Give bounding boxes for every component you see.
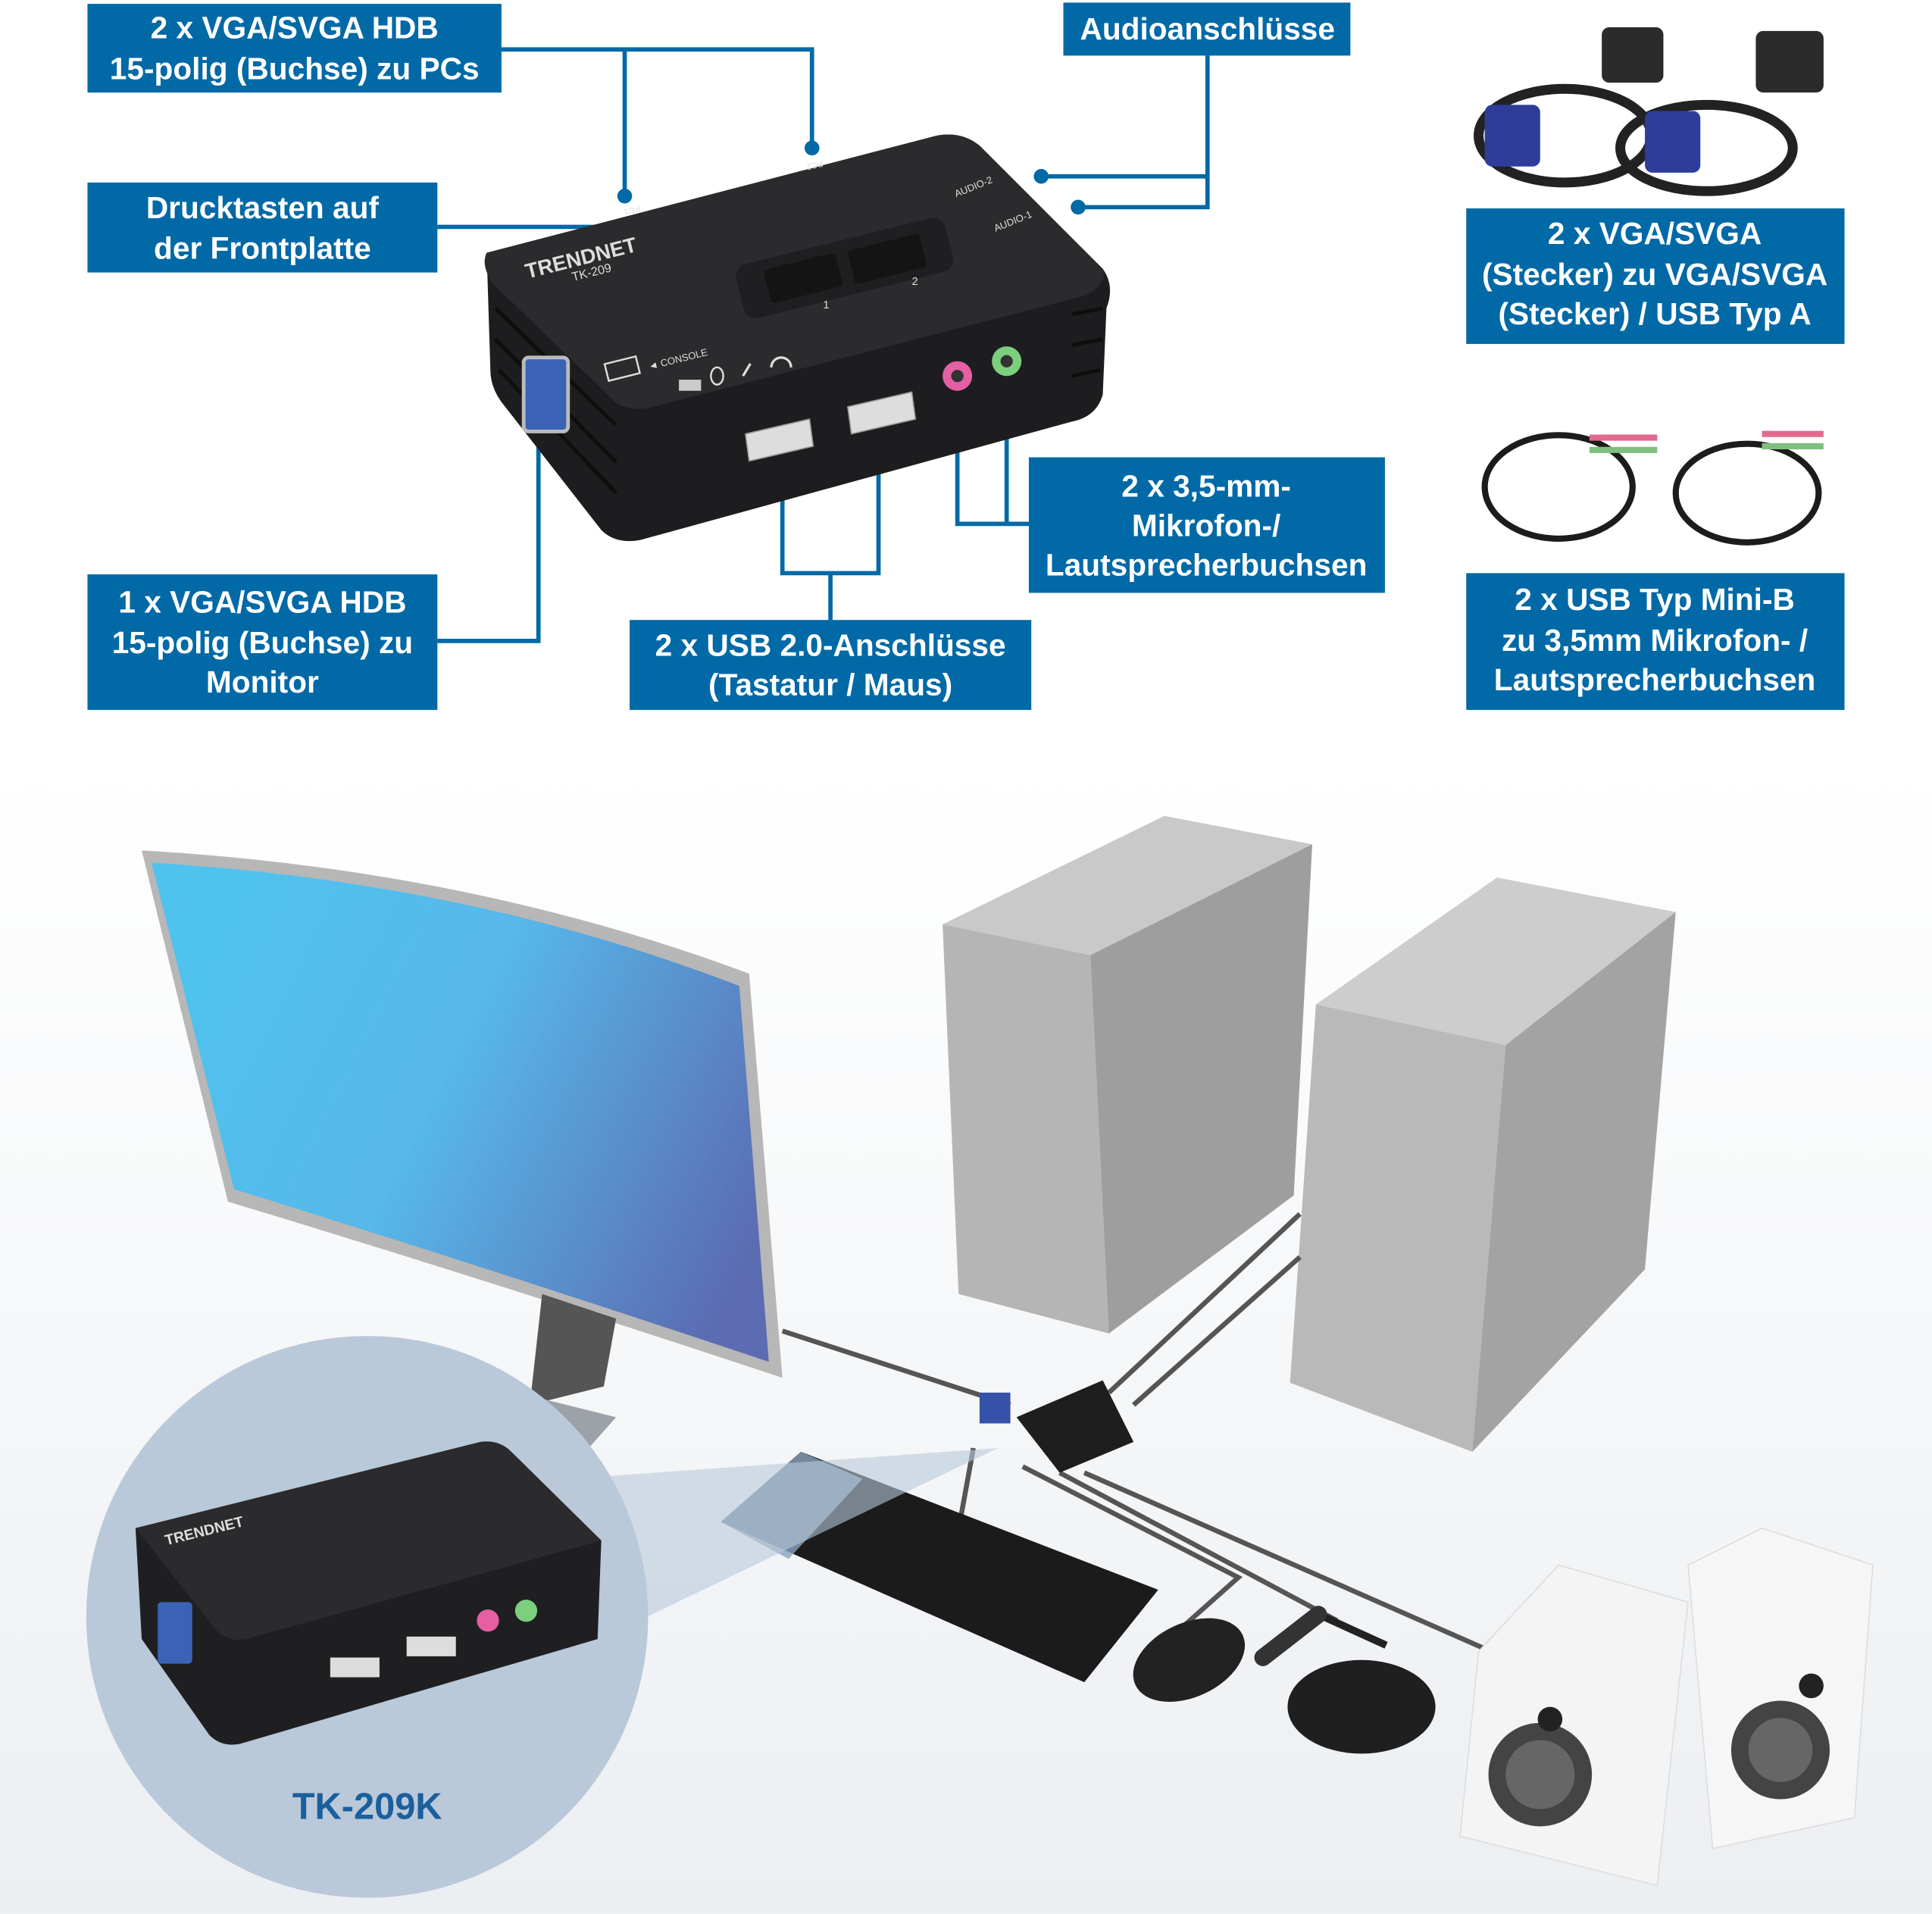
label-cable-vga: 2 x VGA/SVGA (Stecker) zu VGA/SVGA (Stec… (1466, 208, 1845, 344)
svg-text:1 x VGA/SVGA HDB: 1 x VGA/SVGA HDB (118, 584, 406, 619)
label-audio: Audioanschlüsse (1063, 2, 1351, 56)
pc-tower-1 (943, 815, 1312, 1334)
svg-text:2 x 3,5-mm-: 2 x 3,5-mm- (1121, 469, 1291, 504)
kvm-switch-small (979, 1380, 1134, 1473)
label-vga-pcs: 2 x VGA/SVGA HDB 15-polig (Buchse) zu PC… (87, 4, 502, 93)
connector-lines (437, 47, 1210, 643)
pc1-select-button[interactable] (763, 252, 843, 304)
label-vga-monitor: 1 x VGA/SVGA HDB 15-polig (Buchse) zu Mo… (87, 574, 438, 710)
usb-port-2 (846, 391, 917, 435)
microphone-icon (742, 363, 752, 377)
headphones-icon (770, 356, 792, 367)
monitor (142, 850, 783, 1473)
vga-usb-cables-image (1474, 27, 1824, 196)
svg-text:(Stecker) / USB Typ A: (Stecker) / USB Typ A (1498, 296, 1811, 331)
audio-cables-image (1481, 430, 1824, 546)
svg-text:der Frontplatte: der Frontplatte (154, 231, 371, 266)
svg-text:Lautsprecherbuchsen: Lautsprecherbuchsen (1494, 662, 1816, 697)
label-usb-ports: 2 x USB 2.0-Anschlüsse (Tastatur / Maus) (630, 620, 1032, 710)
mouse (1133, 1618, 1246, 1702)
microphone (1254, 1606, 1436, 1754)
svg-text:(Stecker) zu VGA/SVGA: (Stecker) zu VGA/SVGA (1482, 257, 1827, 292)
inset-circle: TRENDNET TK-209K (86, 1336, 649, 1898)
svg-text:2 x VGA/SVGA HDB: 2 x VGA/SVGA HDB (151, 11, 439, 45)
speaker-right (1687, 1527, 1874, 1850)
pc2-select-button[interactable] (847, 233, 927, 285)
svg-text:Audioanschlüsse: Audioanschlüsse (1080, 11, 1336, 46)
svg-text:2 x VGA/SVGA: 2 x VGA/SVGA (1548, 216, 1762, 251)
svg-text:2 x USB 2.0-Anschlüsse: 2 x USB 2.0-Anschlüsse (655, 627, 1006, 662)
svg-text:Monitor: Monitor (206, 665, 319, 699)
vga-monitor-port (521, 355, 571, 433)
usb-port-1 (744, 418, 814, 462)
pc-tower-2 (1290, 877, 1676, 1452)
label-audio-jacks: 2 x 3,5-mm- Mikrofon-/ Lautsprecherbuchs… (1028, 457, 1385, 593)
svg-text:Lautsprecherbuchsen: Lautsprecherbuchsen (1046, 548, 1368, 583)
cables (781, 1212, 1493, 1654)
kvm-switch-device: TRENDNET TK-209 PC1 PC2 AUDIO-2 AUDIO-1 … (484, 134, 1111, 542)
svg-text:2 x USB Typ Mini-B: 2 x USB Typ Mini-B (1515, 582, 1795, 617)
svg-text:15-polig (Buchse) zu: 15-polig (Buchse) zu (112, 625, 413, 660)
button1-label: 1 (823, 299, 829, 311)
mouse-icon (710, 366, 724, 386)
label-cable-audio: 2 x USB Typ Mini-B zu 3,5mm Mikrofon- / … (1466, 573, 1845, 710)
svg-text:15-polig (Buchse) zu PCs: 15-polig (Buchse) zu PCs (110, 51, 480, 86)
svg-text:zu 3,5mm Mikrofon- /: zu 3,5mm Mikrofon- / (1502, 623, 1808, 658)
pc1-port-label: PC1 (623, 203, 641, 216)
keyboard-icon (679, 380, 702, 391)
monitor-icon (603, 355, 642, 383)
button2-label: 2 (911, 276, 918, 288)
svg-text:Mikrofon-/: Mikrofon-/ (1132, 508, 1280, 543)
svg-text:(Tastatur / Maus): (Tastatur / Maus) (708, 667, 952, 702)
inset-title: TK-209K (292, 1787, 442, 1828)
pc2-port-label: PC2 (805, 158, 824, 171)
label-buttons: Drucktasten auf der Frontplatte (87, 182, 438, 273)
speaker-left (1459, 1564, 1689, 1887)
svg-text:Drucktasten auf: Drucktasten auf (146, 190, 380, 225)
